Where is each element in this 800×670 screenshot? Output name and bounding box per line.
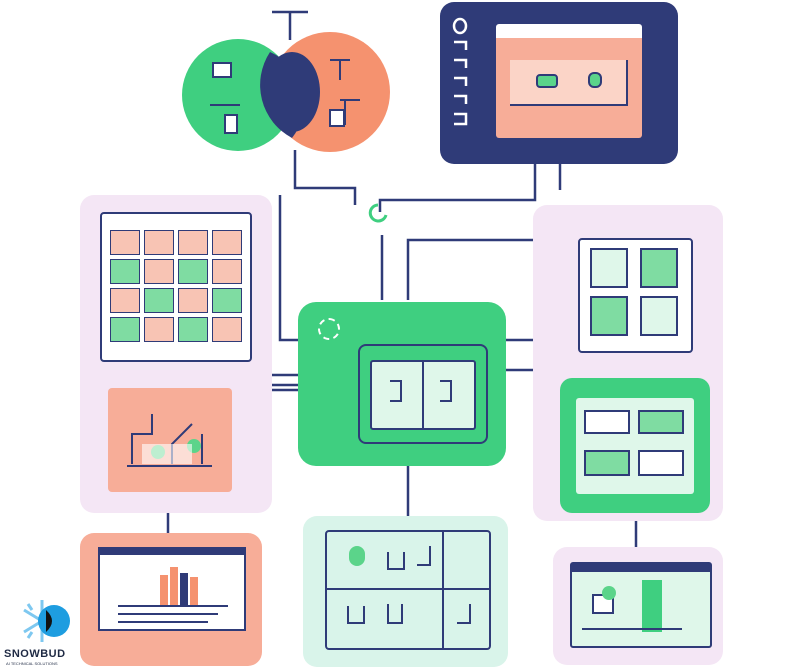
snowbud-logo-icon <box>23 600 70 642</box>
left-panel <box>80 195 272 513</box>
hub-frame <box>358 344 488 444</box>
logo-tagline: AI TECHNICAL SOLUTIONS <box>6 661 58 666</box>
plant-icon <box>536 74 558 88</box>
bar-chart-card <box>80 533 262 666</box>
output-inner-frame <box>510 60 628 106</box>
flow-glyph <box>440 380 452 402</box>
central-hub <box>298 302 506 466</box>
cycle-icon <box>318 318 340 340</box>
flow-glyph <box>390 380 402 402</box>
tree-illustration <box>127 414 212 467</box>
output-window <box>496 24 642 138</box>
refresh-arrow-icon <box>368 203 388 223</box>
quad-window <box>578 238 693 353</box>
grid-window <box>100 212 252 362</box>
grid-tiles <box>110 230 242 342</box>
logo-name: SNOWBUD <box>4 648 66 660</box>
right-panel <box>533 205 723 521</box>
browser-card <box>553 547 723 665</box>
illustration-card <box>108 388 232 492</box>
table-card <box>303 516 508 667</box>
venn-diagram <box>182 32 390 152</box>
green-card <box>560 378 710 513</box>
output-panel <box>440 2 678 164</box>
output-vertical-label-glyph <box>452 17 468 126</box>
plant-icon <box>588 72 602 88</box>
hub-window <box>370 360 476 430</box>
